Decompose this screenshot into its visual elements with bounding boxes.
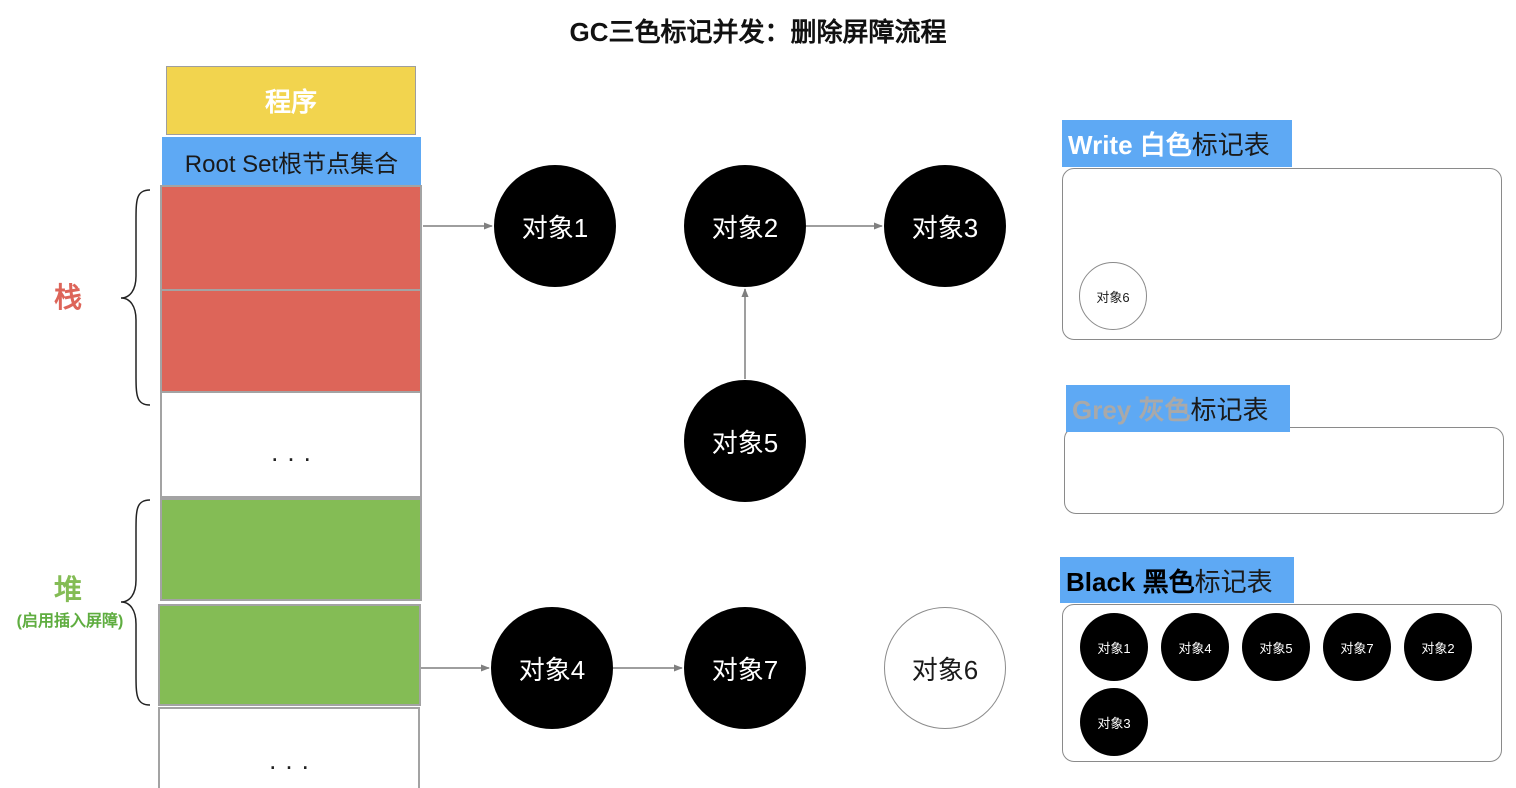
white-table-title: Write 白色 标记表: [1062, 120, 1292, 167]
black-table-item-label: 对象2: [1421, 640, 1455, 656]
stack-frame-2: [160, 289, 422, 393]
black-mark-table: 对象1 对象4 对象5 对象7 对象2 对象3: [1062, 604, 1502, 762]
diagram-title: GC三色标记并发：删除屏障流程: [569, 17, 947, 47]
heap-block-1: [160, 498, 422, 601]
grey-mark-table: [1064, 427, 1504, 514]
object-5-label: 对象5: [711, 427, 779, 458]
grey-table-title: Grey 灰色 标记表: [1066, 385, 1290, 432]
object-6-label: 对象6: [911, 654, 979, 685]
root-set-label: Root Set根节点集合: [184, 150, 399, 178]
white-table-suffix: 标记表: [1191, 130, 1270, 160]
object-3-node: 对象3: [884, 165, 1006, 287]
black-table-item-label: 对象7: [1340, 640, 1374, 656]
stack-brace: [120, 189, 151, 406]
object-4-node: 对象4: [491, 607, 613, 729]
object-5-node: 对象5: [684, 380, 806, 502]
object-7-label: 对象7: [711, 654, 779, 685]
object-1-node: 对象1: [494, 165, 616, 287]
black-table-items: 对象1 对象4 对象5 对象7 对象2 对象3: [1080, 613, 1490, 756]
program-label: 程序: [264, 87, 317, 117]
grey-table-suffix: 标记表: [1190, 395, 1269, 425]
stack-label: 栈: [53, 282, 82, 313]
black-table-item: 对象4: [1161, 613, 1229, 681]
black-table-item: 对象2: [1404, 613, 1472, 681]
program-block: 程序: [166, 66, 416, 135]
stack-ellipsis-block: ...: [160, 391, 422, 498]
grey-table-name: Grey 灰色: [1072, 395, 1191, 425]
root-set-block: Root Set根节点集合: [162, 137, 421, 185]
black-table-name: Black 黑色: [1066, 566, 1195, 597]
heap-ellipsis: ...: [269, 745, 318, 775]
object-7-node: 对象7: [684, 607, 806, 729]
heap-label: 堆: [53, 574, 82, 605]
black-table-item: 对象7: [1323, 613, 1391, 681]
black-table-item-label: 对象5: [1259, 640, 1293, 656]
black-table-item-label: 对象3: [1097, 715, 1131, 731]
stack-frame-1: [160, 185, 422, 291]
white-mark-table: 对象6: [1062, 168, 1502, 340]
black-table-title: Black 黑色 标记表: [1060, 557, 1294, 603]
white-table-item: 对象6: [1079, 262, 1147, 330]
black-table-item: 对象5: [1242, 613, 1310, 681]
stack-ellipsis: ...: [271, 436, 320, 467]
object-6-node: 对象6: [884, 607, 1006, 729]
heap-barrier-note: (启用插入屏障): [16, 613, 124, 630]
black-table-suffix: 标记表: [1194, 566, 1273, 597]
black-table-item: 对象3: [1080, 688, 1148, 756]
object-2-label: 对象2: [711, 212, 779, 243]
object-2-node: 对象2: [684, 165, 806, 287]
object-4-label: 对象4: [518, 654, 586, 685]
heap-brace: [120, 499, 151, 706]
white-table-item-label: 对象6: [1096, 289, 1130, 305]
white-table-items: 对象6: [1079, 262, 1147, 330]
heap-block-2: [158, 604, 421, 706]
white-table-name: Write 白色: [1068, 130, 1192, 160]
black-table-item: 对象1: [1080, 613, 1148, 681]
black-table-item-label: 对象1: [1097, 640, 1131, 656]
heap-ellipsis-block: ...: [158, 707, 420, 788]
object-1-label: 对象1: [521, 212, 589, 243]
black-table-item-label: 对象4: [1178, 640, 1212, 656]
object-3-label: 对象3: [911, 212, 979, 243]
